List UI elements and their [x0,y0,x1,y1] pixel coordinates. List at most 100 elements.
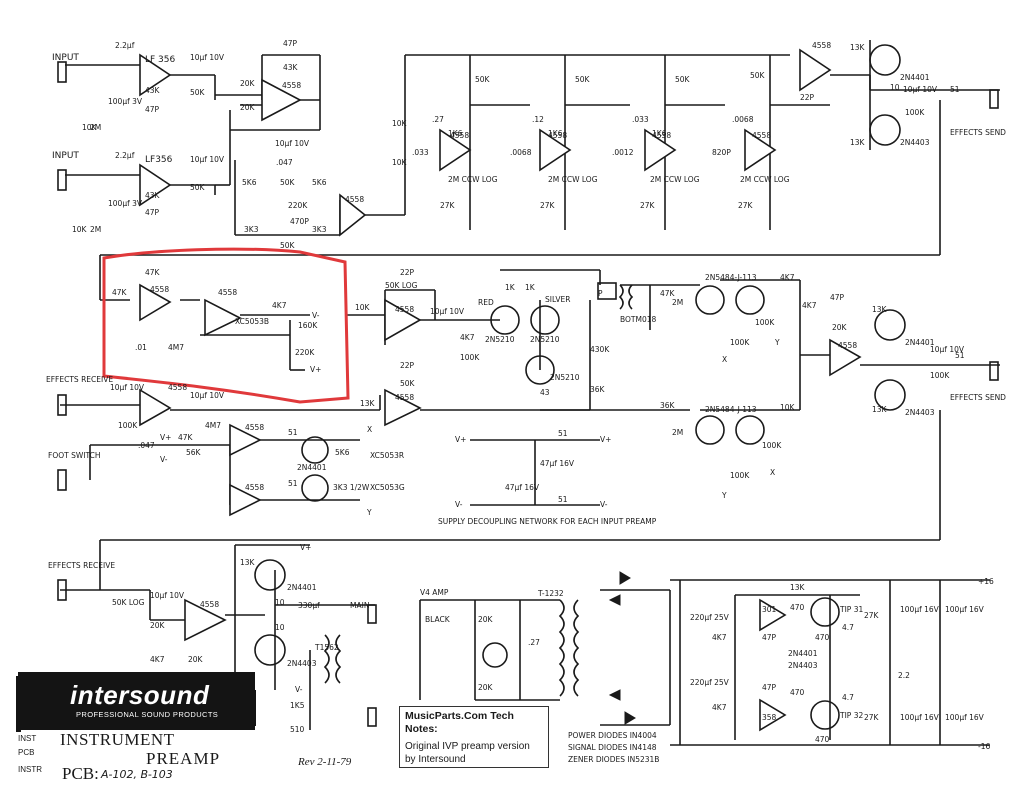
resistor-label: 51 [950,85,960,94]
resistor-label: 430K [590,345,610,354]
cap-label: .27 [432,115,444,124]
transformer-symbols [323,284,634,697]
rail-label: V- [600,500,608,509]
opamp-4558-label: 4558 [168,383,187,392]
resistor-label: 13K [872,405,888,414]
q-2n5210-label: 2N5210 [550,373,580,382]
cap-label: 47µf 16V [540,459,575,468]
cap-label: 47µf 16V [505,483,540,492]
foot-switch-label: FOOT SWITCH [48,451,101,460]
resistor-label: 20K [478,615,494,624]
resistor-label: 1K [525,283,536,292]
resistor-label: 10K [82,123,98,132]
cap-label: 10µf 10V [430,307,465,316]
opamp-4558-label: 4558 [245,483,264,492]
cap-label: 220µf 25V [690,678,730,687]
node-x-label: X [367,425,372,434]
resistor-label: 13K [850,43,866,52]
opamp-4558-label: 4558 [752,131,771,140]
cap-label: 470P [290,217,309,226]
cap-label: 22P [400,361,415,370]
resistor-label: 160K [298,321,318,330]
resistor-label: 43 [540,388,550,397]
resistor-label: 1K6 [652,129,667,138]
effects-send-2-label: EFFECTS SEND [950,393,1006,402]
jfet-label: 2N5484-J-113 [705,273,757,282]
resistor-label: 4K7 [712,633,727,642]
resistor-label: 13K [360,399,376,408]
title-pcb: PCB: [62,764,99,783]
cap-label: .0068 [732,115,754,124]
cap-label: 100µf 16V [900,713,940,722]
cap-label: 220µf 25V [690,613,730,622]
pot-label: 50K [190,88,206,97]
rail-label: V- [295,685,303,694]
effects-receive-1-label: EFFECTS RECEIVE [46,375,113,384]
pot-label: 50K [750,71,766,80]
resistor-label: 2M [672,428,683,437]
opamp-4558-label: 4558 [838,341,857,350]
resistor-label: 43K [145,191,161,200]
resistor-label: 3K3 [244,225,259,234]
resistor-label: 20K [240,79,256,88]
resistor-label: 50K [400,379,416,388]
component-labels: INPUT INPUT EFFECTS RECEIVE FOOT SWITCH … [46,39,1006,764]
pot-label: 2M CCW LOG [448,175,498,184]
resistor-label: 13K [850,138,866,147]
rail-label: V- [160,455,168,464]
q-2n5210-label: 2N5210 [530,335,560,344]
resistor-label: 51 [558,429,568,438]
opamp-4558-label: 4558 [548,131,567,140]
led-label: XC5053G [370,483,405,492]
resistor-label: 100K [118,421,138,430]
cap-label: 100µf 16V [945,605,985,614]
highlight-annotation [102,247,350,404]
input-2-label: INPUT [52,151,79,161]
resistor-label: 5K6 [335,448,350,457]
resistor-label: 56K [186,448,202,457]
cap-label: .033 [412,148,429,157]
resistor-label: 43K [283,63,299,72]
cap-label: 47P [830,293,845,302]
tech-notes-box: MusicParts.Com Tech Notes: Original IVP … [399,706,549,768]
cap-label: 47P [145,208,160,217]
cap-label: 330µf [298,601,320,610]
pot-label: 50K [575,75,591,84]
tip31-label: TIP 31 [839,605,863,614]
opamp-symbols [139,48,862,732]
input-1-label: INPUT [52,53,79,63]
resistor-label: 1K6 [548,129,563,138]
cap-label: 10µf 10V [903,85,938,94]
resistor-label: 2M [90,225,101,234]
cap-label: .27 [528,638,540,647]
cap-label: 10µf 10V [190,155,225,164]
opamp-4558-label: 4558 [282,81,301,90]
revision-label: Rev 2-11-79 [298,756,352,768]
zener-diodes-label: ZENER DIODES IN5231B [568,755,659,764]
cap-label: 2.2µf [115,151,135,160]
pot-label: 50K [190,183,206,192]
node-y-label: Y [774,338,780,347]
tech-notes-line-2: by Intersound [405,754,466,765]
cap-label: 10µf 10V [930,345,965,354]
opamp-4558-label: 4558 [395,393,414,402]
decoupling-label: SUPPLY DECOUPLING NETWORK FOR EACH INPUT… [438,517,657,526]
jack-symbols [57,61,999,727]
resistor-label: 51 [288,428,298,437]
resistor-label: 36K [590,385,606,394]
resistor-label: 5K6 [312,178,327,187]
jfet-label: 2N5484-J-113 [705,405,757,414]
rail-label: V+ [600,435,611,444]
cap-label: .12 [532,115,544,124]
resistor-label: 5K6 [242,178,257,187]
resistor-label: 4K7 [460,333,475,342]
resistor-label: 100K [905,108,925,117]
resistor-label: 2.2 [898,671,910,680]
resistor-label: 470 [790,603,805,612]
cap-label: 2.2µf [115,41,135,50]
resistor-label: 2M [90,123,101,132]
resistor-label: 47K [660,289,676,298]
resistor-label: 4K7 [712,703,727,712]
opamp-4558-label: 4558 [245,423,264,432]
rail-label: V+ [300,543,311,552]
